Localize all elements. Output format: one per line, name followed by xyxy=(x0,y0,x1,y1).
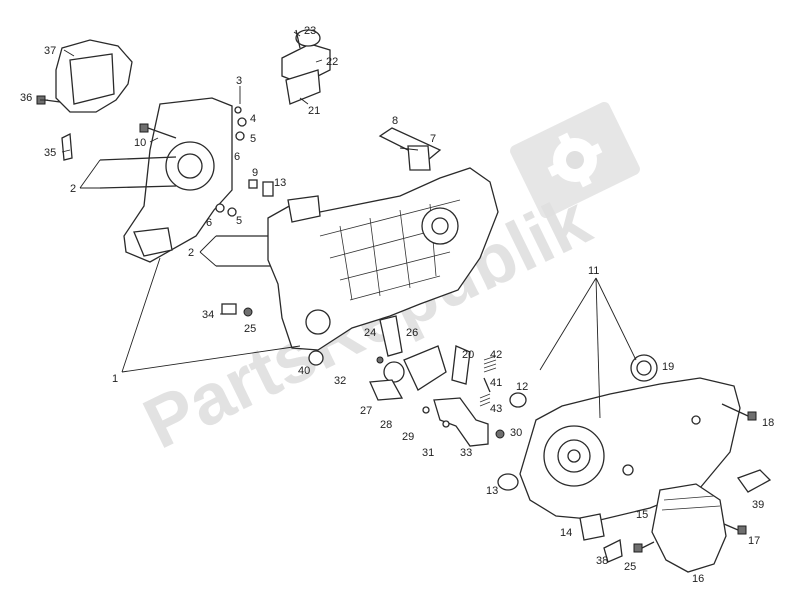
callout-label: 40 xyxy=(298,365,310,377)
callout-label: 2 xyxy=(70,183,76,195)
callout-label: 36 xyxy=(20,92,32,104)
block-part xyxy=(579,513,605,541)
bearing-part xyxy=(630,354,658,382)
crankcase-right-part xyxy=(267,167,499,351)
sensor-part xyxy=(221,303,253,317)
callout-label: 22 xyxy=(326,56,338,68)
callout-label: 39 xyxy=(752,499,764,511)
callout-label: 5 xyxy=(236,215,242,227)
callout-label: 1 xyxy=(112,373,118,385)
callout-label: 10 xyxy=(134,137,146,149)
bushing-part xyxy=(509,392,527,408)
callout-label: 2 xyxy=(188,247,194,259)
shaft-part xyxy=(378,127,442,171)
lever-part xyxy=(433,397,505,447)
fan-cover-part xyxy=(55,39,133,113)
callout-label: 18 xyxy=(762,417,774,429)
callout-label: 13 xyxy=(486,485,498,497)
callout-label: 20 xyxy=(462,349,474,361)
bolt-part xyxy=(723,523,747,535)
callout-label: 31 xyxy=(422,447,434,459)
callout-label: 4 xyxy=(250,113,256,125)
callout-label: 35 xyxy=(44,147,56,159)
callout-label: 23 xyxy=(304,25,316,37)
callout-label: 12 xyxy=(516,381,528,393)
callout-label: 9 xyxy=(252,167,258,179)
callout-label: 37 xyxy=(44,45,56,57)
reed-valve-part xyxy=(281,29,331,105)
callout-label: 19 xyxy=(662,361,674,373)
callout-label: 25 xyxy=(244,323,256,335)
callout-label: 28 xyxy=(380,419,392,431)
callout-label: 33 xyxy=(460,447,472,459)
callout-label: 13 xyxy=(274,177,286,189)
callout-label: 32 xyxy=(334,375,346,387)
pin-part xyxy=(215,106,247,217)
callout-label: 30 xyxy=(510,427,522,439)
bolt-part xyxy=(721,403,757,421)
callout-label: 25 xyxy=(624,561,636,573)
clamp-part xyxy=(603,539,623,563)
callout-label: 6 xyxy=(234,151,240,163)
callout-label: 17 xyxy=(748,535,760,547)
bolt-part xyxy=(139,123,177,139)
callout-label: 29 xyxy=(402,431,414,443)
dowel-part xyxy=(248,179,274,197)
callout-label: 16 xyxy=(692,573,704,585)
plug-part xyxy=(308,350,324,366)
crankcase-left-part xyxy=(123,97,233,263)
callout-labels: 37 23 22 21 3 4 5 6 36 35 10 2 9 13 7 8 … xyxy=(20,25,774,585)
watermark-gear-icon xyxy=(510,101,640,219)
transmission-cover-part xyxy=(519,377,741,521)
bracket-part xyxy=(736,469,772,493)
callout-label: 27 xyxy=(360,405,372,417)
leader-lines xyxy=(40,31,637,419)
callout-label: 38 xyxy=(596,555,608,567)
callout-label: 7 xyxy=(430,133,436,145)
callout-label: 5 xyxy=(250,133,256,145)
kickstart-part xyxy=(369,315,447,414)
callout-label: 8 xyxy=(392,115,398,127)
callout-label: 26 xyxy=(406,327,418,339)
callout-label: 14 xyxy=(560,527,572,539)
callout-label: 21 xyxy=(308,105,320,117)
callout-label: 41 xyxy=(490,377,502,389)
clutch-cover-part xyxy=(651,483,727,573)
callout-label: 34 xyxy=(202,309,214,321)
callout-label: 15 xyxy=(636,509,648,521)
spring-part xyxy=(451,345,497,407)
callout-label: 24 xyxy=(364,327,376,339)
bushing-part xyxy=(497,473,519,491)
callout-label: 42 xyxy=(490,349,502,361)
callout-label: 11 xyxy=(588,265,599,277)
callout-label: 3 xyxy=(236,75,242,87)
callout-label: 43 xyxy=(490,403,502,415)
clip-part xyxy=(61,132,73,161)
bolt-part xyxy=(633,541,655,553)
callout-label: 6 xyxy=(206,217,212,229)
